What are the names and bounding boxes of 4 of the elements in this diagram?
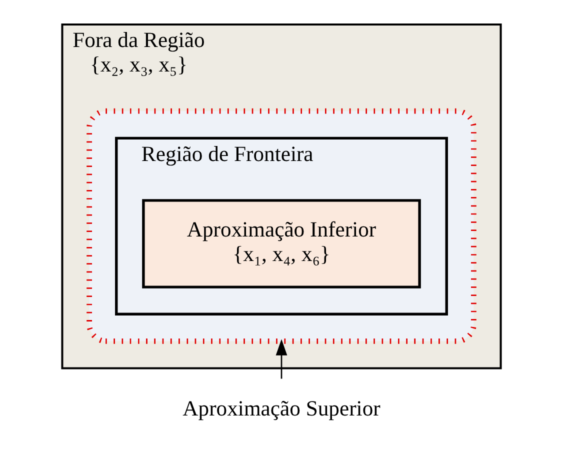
node-text: Aproximação Superior: [182, 396, 380, 420]
arrow: [276, 339, 288, 379]
cluster: [86, 108, 476, 344]
node-box: Aproximação Inferior {x₁, x₄, x₆}: [142, 199, 421, 288]
